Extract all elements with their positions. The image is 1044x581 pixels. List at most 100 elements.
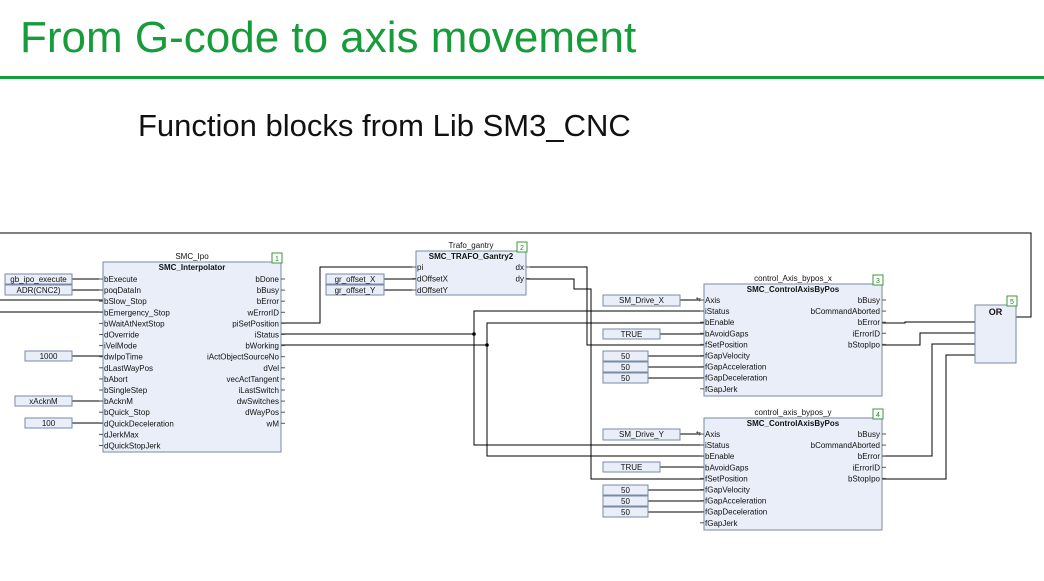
block-type: SMC_TRAFO_Gantry2 xyxy=(429,252,514,261)
input-gap-vel-y: 50 xyxy=(621,486,630,495)
input-pin-label: bAvoidGaps xyxy=(705,329,748,338)
input-pin-label: dOffsetY xyxy=(417,286,449,295)
title-divider xyxy=(0,76,1044,79)
input-pin-label: Axis xyxy=(705,430,720,439)
input-pin-label: dQuickStopJerk xyxy=(104,442,161,451)
input-gap-dec-x: 50 xyxy=(621,374,630,383)
output-pin-label: iLastSwitch xyxy=(239,386,279,395)
output-pin-label: dWayPos xyxy=(245,408,279,417)
in-out-marker: ⇆ xyxy=(696,296,701,303)
input-pin-label: bEnable xyxy=(705,318,735,327)
block-body xyxy=(703,283,883,397)
output-pin-label: vecActTangent xyxy=(227,375,280,384)
block-instance-name: control_Axis_bypos_x xyxy=(754,274,832,283)
input-pin-label: bAvoidGaps xyxy=(705,463,748,472)
block-control-axis-bypos-x: control_Axis_bypos_xSMC_ControlAxisByPos… xyxy=(696,274,886,397)
input-pin-label: dJerkMax xyxy=(104,430,139,439)
page-title: From G-code to axis movement xyxy=(20,13,637,62)
output-pin-label: bError xyxy=(858,452,881,461)
input-pin-label: fGapAcceleration xyxy=(705,497,766,506)
output-pin-label: dwSwitches xyxy=(237,397,279,406)
output-pin-label: bDone xyxy=(255,275,279,284)
block-number: 3 xyxy=(876,278,880,285)
output-pin-label: piSetPosition xyxy=(232,319,279,328)
input-pin-label: iStatus xyxy=(705,307,729,316)
block-number-badge xyxy=(271,252,283,264)
input-pin-label: bQuick_Stop xyxy=(104,408,150,417)
block-type: SMC_Interpolator xyxy=(159,263,226,272)
block-type: SMC_ControlAxisByPos xyxy=(747,285,840,294)
block-number: 1 xyxy=(275,256,279,263)
input-ipo-time: 1000 xyxy=(40,352,58,361)
wire-or-feedback xyxy=(0,232,1032,318)
input-pin-label: fSetPosition xyxy=(705,340,748,349)
output-pin-label: iActObjectSourceNo xyxy=(207,353,280,362)
input-pin-label: fSetPosition xyxy=(705,474,748,483)
input-gr-offset-x: gr_offset_X xyxy=(335,275,376,284)
output-pin-label: bStopIpo xyxy=(848,474,881,483)
output-pin-label: dx xyxy=(516,263,524,272)
block-number-badge xyxy=(516,241,528,253)
block-number-badge xyxy=(1006,295,1018,307)
wires xyxy=(0,232,1032,513)
input-ackn-m: xAcknM xyxy=(29,397,58,406)
input-pin-label: bSlow_Stop xyxy=(104,297,147,306)
input-pin-label: bWaitAtNextStop xyxy=(104,319,165,328)
input-quick-decel: 100 xyxy=(42,419,56,428)
output-pin-label: bBusy xyxy=(858,430,880,439)
block-body xyxy=(703,417,883,531)
block-number-badge xyxy=(872,408,884,420)
input-pin-label: bSingleStep xyxy=(104,386,148,395)
input-pin-label: fGapAcceleration xyxy=(705,363,766,372)
block-body xyxy=(415,250,527,296)
input-pin-label: iVelMode xyxy=(104,342,137,351)
block-number-badge xyxy=(872,274,884,286)
block-type: SMC_ControlAxisByPos xyxy=(747,419,840,428)
input-pin-label: dLastWayPos xyxy=(104,364,153,373)
output-pin-label: wErrorID xyxy=(246,308,279,317)
input-pin-label: bAcknM xyxy=(104,397,133,406)
input-pin-label: bExecute xyxy=(104,275,138,284)
input-pin-label: fGapJerk xyxy=(705,519,738,528)
page-subtitle: Function blocks from Lib SM3_CNC xyxy=(138,108,631,143)
input-pin-label: fGapDeceleration xyxy=(705,508,767,517)
output-pin-label: dVel xyxy=(263,364,279,373)
input-pin-label: dOffsetX xyxy=(417,275,449,284)
block-number: 5 xyxy=(1010,299,1014,306)
input-pin-label: bEnable xyxy=(705,452,735,461)
input-pin-label: fGapJerk xyxy=(705,385,738,394)
input-pin-label: fGapDeceleration xyxy=(705,374,767,383)
input-pin-label: pi xyxy=(417,263,423,272)
block-number: 2 xyxy=(520,245,524,252)
input-drive-x: SM_Drive_X xyxy=(619,296,665,305)
output-pin-label: iStatus xyxy=(255,331,279,340)
input-pin-label: fGapVelocity xyxy=(705,486,750,495)
output-pin-label: iErrorID xyxy=(852,463,880,472)
output-pin-label: bWorking xyxy=(245,342,279,351)
input-pin-label: Axis xyxy=(705,296,720,305)
input-gap-acc-x: 50 xyxy=(621,363,630,372)
input-gap-acc-y: 50 xyxy=(621,497,630,506)
in-out-marker: ⇆ xyxy=(696,430,701,437)
block-instance-name: Trafo_gantry xyxy=(448,241,493,250)
input-drive-y: SM_Drive_Y xyxy=(619,430,665,439)
input-gr-offset-y: gr_offset_Y xyxy=(335,286,376,295)
input-gap-vel-x: 50 xyxy=(621,352,630,361)
input-gb-ipo-execute: gb_ipo_execute xyxy=(10,275,67,284)
output-pin-label: bStopIpo xyxy=(848,340,881,349)
output-pin-label: wM xyxy=(266,419,280,428)
function-blocks: SMC_IpoSMC_Interpolator1bExecutepoqDataI… xyxy=(99,241,1018,531)
input-pin-label: dOverride xyxy=(104,331,140,340)
block-control-axis-bypos-y: control_axis_bypos_ySMC_ControlAxisByPos… xyxy=(696,408,886,531)
output-pin-label: bError xyxy=(257,297,280,306)
input-pin-label: bAbort xyxy=(104,375,128,384)
block-smc-ipo: SMC_IpoSMC_Interpolator1bExecutepoqDataI… xyxy=(99,252,285,453)
input-values: gb_ipo_execute ADR(CNC2) 1000 xAcknM 100… xyxy=(4,273,681,518)
output-pin-label: bError xyxy=(858,318,881,327)
input-true-y: TRUE xyxy=(621,463,643,472)
block-instance-name: control_axis_bypos_y xyxy=(755,408,832,417)
output-pin-label: bCommandAborted xyxy=(811,441,880,450)
input-true-x: TRUE xyxy=(621,330,643,339)
block-or-gate: OR5 xyxy=(974,295,1018,364)
